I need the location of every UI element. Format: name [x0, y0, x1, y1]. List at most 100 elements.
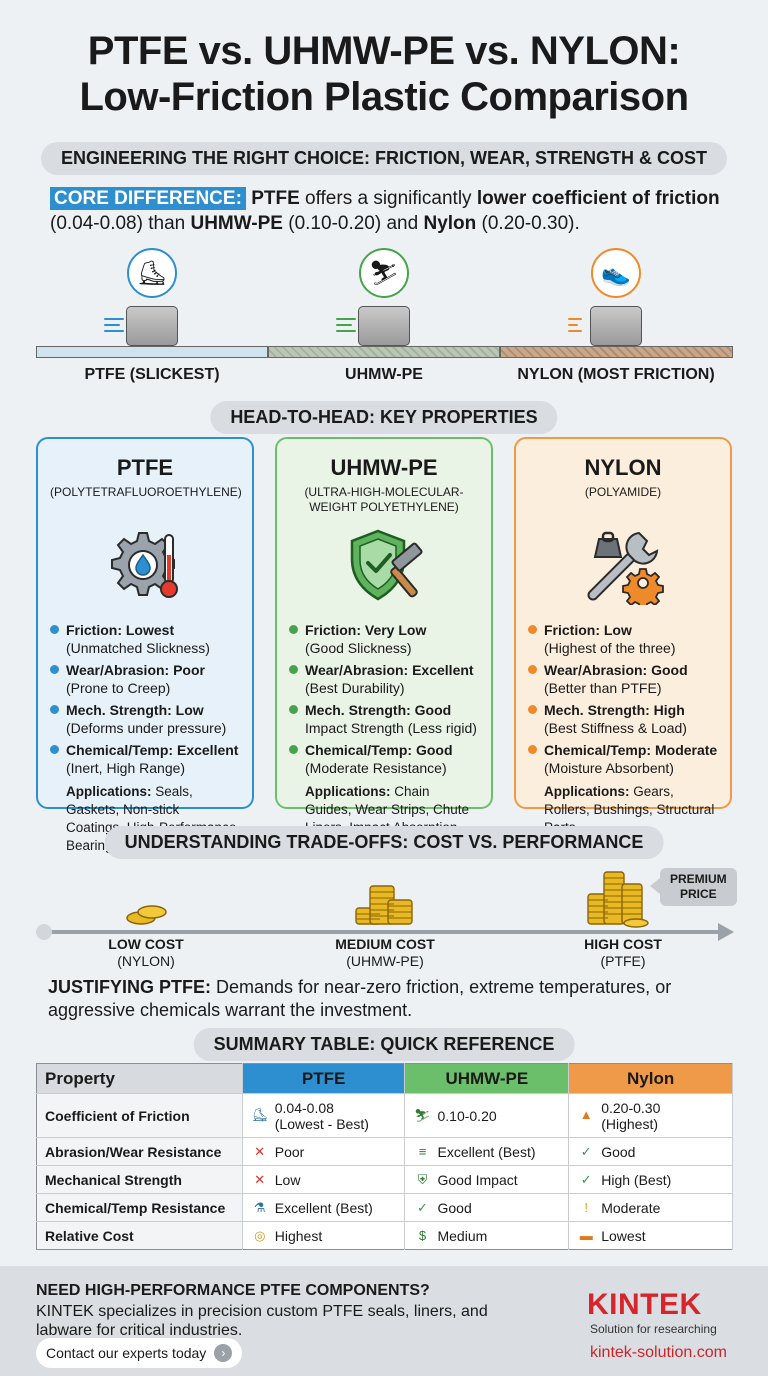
- cost-medium: MEDIUM COST(UHMW-PE): [335, 936, 435, 969]
- table-cell: ✕Poor: [242, 1137, 406, 1166]
- list-item: Chemical/Temp: Good(Moderate Resistance): [289, 741, 479, 777]
- table-cell-property: Relative Cost: [36, 1221, 243, 1250]
- ptfe-block: [126, 306, 178, 346]
- list-item: Friction: Low(Highest of the three): [528, 621, 718, 657]
- table-cell: ⛸0.04-0.08(Lowest - Best): [242, 1093, 406, 1138]
- card-uhmw-pe: UHMW-PE (ULTRA-HIGH-MOLECULAR-WEIGHT POL…: [275, 437, 493, 835]
- card-subtitle: (ULTRA-HIGH-MOLECULAR-WEIGHT POLYETHYLEN…: [304, 485, 464, 514]
- kintek-logo: KINTEK: [587, 1288, 702, 1321]
- footer-cta: NEED HIGH-PERFORMANCE PTFE COMPONENTS? K…: [0, 1266, 768, 1376]
- shield-check-icon: ⛨: [417, 1171, 428, 1187]
- contact-button[interactable]: Contact our experts today ›: [36, 1338, 243, 1368]
- card-title: PTFE: [116, 455, 174, 480]
- coin-stack-icon: [355, 885, 413, 925]
- cost-high: HIGH COST(PTFE): [584, 936, 662, 969]
- table-row: Abrasion/Wear Resistance✕Poor≡Excellent …: [36, 1137, 733, 1166]
- list-item: Wear/Abrasion: Excellent(Best Durability…: [289, 661, 479, 697]
- card-nylon: NYLON (POLYAMIDE) Friction: Low(Highest …: [514, 437, 732, 835]
- card-ptfe: PTFE (POLYTETRAFLUOROETHYLENE) Friction:…: [36, 437, 254, 853]
- skier-icon: ⛷: [414, 1107, 431, 1123]
- table-cell-property: Chemical/Temp Resistance: [36, 1193, 243, 1222]
- skier-icon: ⛷: [359, 248, 409, 298]
- table-cell: !Moderate: [568, 1193, 733, 1222]
- ice-skate-icon: ⛸: [127, 248, 177, 298]
- list-item: Friction: Lowest(Unmatched Slickness): [50, 621, 240, 657]
- wear-strip-icon: ≡: [418, 1143, 427, 1159]
- friction-illustration: ⛸ ⛷ 👟 PTFE (SLICKEST) UHMW-PE NYLON (MOS…: [36, 248, 733, 384]
- table-header: PTFE: [242, 1063, 406, 1094]
- list-item: Mech. Strength: Low(Deforms under pressu…: [50, 701, 240, 737]
- table-cell: ⛷0.10-0.20: [404, 1093, 570, 1138]
- coins-icon: [126, 905, 167, 925]
- table-header: Nylon: [568, 1063, 733, 1094]
- uhmw-block: [358, 306, 410, 346]
- money-bag-icon: $: [418, 1227, 427, 1243]
- check-circle-icon: ✓: [580, 1143, 592, 1159]
- table-header: UHMW-PE: [404, 1063, 570, 1094]
- friction-label-nylon: NYLON (MOST FRICTION): [517, 366, 715, 383]
- table-row: Relative Cost◎Highest$Medium▬Lowest: [36, 1221, 733, 1250]
- website-link[interactable]: kintek-solution.com: [590, 1344, 727, 1361]
- table-cell-property: Coefficient of Friction: [36, 1093, 243, 1138]
- logo-tagline: Solution for researching: [590, 1322, 717, 1336]
- core-difference: CORE DIFFERENCE: PTFE offers a significa…: [50, 187, 720, 234]
- table-cell-property: Abrasion/Wear Resistance: [36, 1137, 243, 1166]
- list-item: Chemical/Temp: Moderate(Moisture Absorbe…: [528, 741, 718, 777]
- table-cell: ✓Good: [568, 1137, 733, 1166]
- uhmw-surface: [268, 346, 500, 358]
- coins-icon: ◎: [254, 1227, 266, 1243]
- card-title: NYLON: [584, 455, 662, 480]
- summary-heading: SUMMARY TABLE: QUICK REFERENCE: [193, 1028, 575, 1061]
- ptfe-surface: [36, 346, 268, 358]
- table-cell: ⚗Excellent (Best): [242, 1193, 406, 1222]
- properties-heading: HEAD-TO-HEAD: KEY PROPERTIES: [210, 401, 558, 434]
- coin-pile-icon: [587, 871, 649, 928]
- gear-thermometer-icon: [50, 517, 240, 613]
- card-title: UHMW-PE: [330, 455, 438, 480]
- table-cell-property: Mechanical Strength: [36, 1165, 243, 1194]
- nylon-surface: [500, 346, 733, 358]
- list-item: Mech. Strength: High(Best Stiffness & Lo…: [528, 701, 718, 737]
- nylon-block: [590, 306, 642, 346]
- tradeoffs-heading: UNDERSTANDING TRADE-OFFS: COST VS. PERFO…: [104, 826, 664, 859]
- table-cell: ≡Excellent (Best): [404, 1137, 570, 1166]
- warning-circle-icon: !: [584, 1199, 589, 1215]
- x-circle-icon: ✕: [254, 1143, 266, 1159]
- subtitle-banner: ENGINEERING THE RIGHT CHOICE: FRICTION, …: [40, 142, 728, 175]
- shield-hammer-icon: [289, 517, 479, 613]
- table-cell: ◎Highest: [242, 1221, 406, 1250]
- card-applications: Applications: Gears, Rollers, Bushings, …: [544, 784, 715, 835]
- motion-lines-icon: [104, 314, 124, 336]
- shoe-icon: ▬: [579, 1227, 593, 1243]
- check-circle-icon: ✓: [580, 1171, 592, 1187]
- axis-start-dot: [36, 924, 52, 940]
- table-cell: ⛨Good Impact: [404, 1165, 570, 1194]
- footer-heading: NEED HIGH-PERFORMANCE PTFE COMPONENTS?: [36, 1282, 430, 1299]
- list-item: Chemical/Temp: Excellent(Inert, High Ran…: [50, 741, 240, 777]
- list-item: Wear/Abrasion: Poor(Prone to Creep): [50, 661, 240, 697]
- table-row: Mechanical Strength✕Low⛨Good Impact✓High…: [36, 1165, 733, 1194]
- x-circle-icon: ✕: [254, 1171, 266, 1187]
- card-subtitle: (POLYAMIDE): [584, 485, 662, 499]
- footer-text: KINTEK specializes in precision custom P…: [36, 1303, 488, 1339]
- wrench-weight-icon: [528, 517, 718, 613]
- card-subtitle: (POLYTETRAFLUOROETHYLENE): [50, 485, 242, 499]
- table-cell: ✕Low: [242, 1165, 406, 1194]
- table-row: Coefficient of Friction⛸0.04-0.08(Lowest…: [36, 1093, 733, 1138]
- table-cell: ✓Good: [404, 1193, 570, 1222]
- page-title: PTFE vs. UHMW-PE vs. NYLON: Low-Friction…: [79, 29, 689, 119]
- cost-low: LOW COST(NYLON): [108, 936, 184, 969]
- friction-label-uhmw: UHMW-PE: [345, 366, 423, 383]
- justifying-ptfe: JUSTIFYING PTFE: Demands for near-zero f…: [48, 977, 672, 1020]
- friction-label-ptfe: PTFE (SLICKEST): [84, 366, 220, 383]
- cost-axis-arrow: [42, 923, 734, 941]
- motion-lines-icon: [568, 314, 588, 336]
- arrow-right-icon: ›: [214, 1344, 233, 1362]
- ice-skate-icon: ⛸: [251, 1107, 268, 1123]
- table-cell: $Medium: [404, 1221, 570, 1250]
- rising-chart-icon: ▲: [579, 1107, 593, 1123]
- table-cell: ▲0.20-0.30(Highest): [568, 1093, 733, 1138]
